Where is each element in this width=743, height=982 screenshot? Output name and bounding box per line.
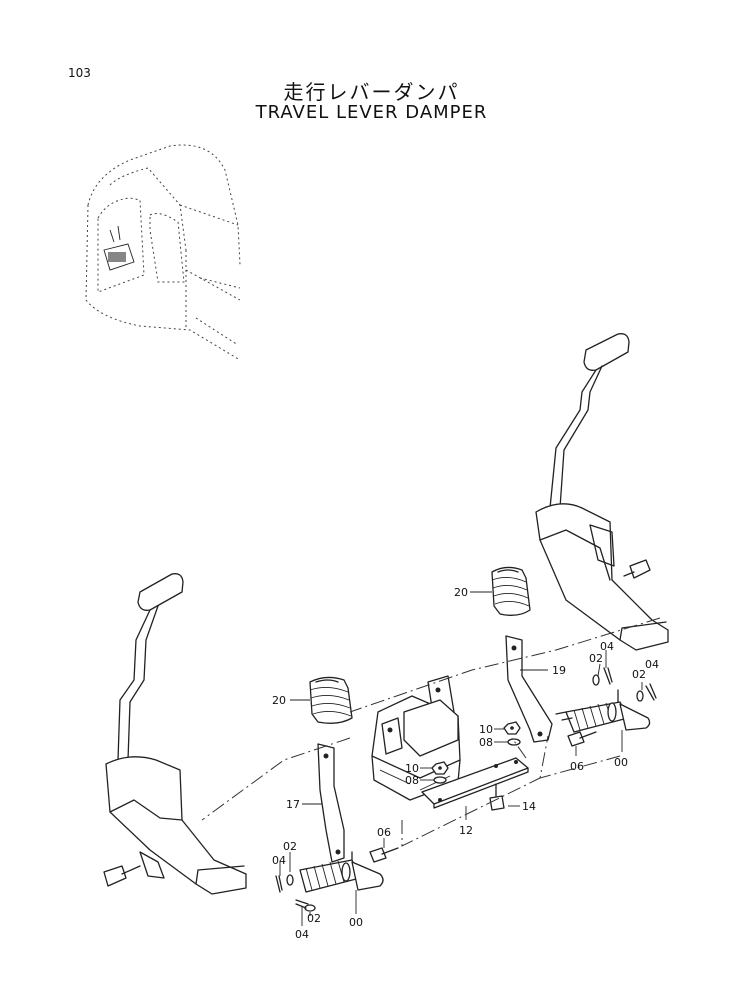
left-lever-mounting-bolt [103, 865, 141, 887]
callout-leaders [279, 591, 643, 926]
callout-08-lower: 08 [405, 774, 419, 787]
mounting-plate [421, 757, 529, 809]
cab-location-inset [85, 144, 241, 361]
cotter-pin-left-bottom [295, 899, 309, 909]
cotter-pin-right-top [603, 667, 613, 685]
callout-17: 17 [286, 798, 300, 811]
callout-06-right: 06 [570, 760, 584, 773]
callout-04-left-bottom: 04 [295, 928, 309, 941]
pilot-valve-block [371, 675, 461, 801]
callout-20-left: 20 [272, 694, 286, 707]
bolt-left [369, 847, 399, 863]
callout-06-left: 06 [377, 826, 391, 839]
callout-02-left-top: 02 [283, 840, 297, 853]
callout-14: 14 [522, 800, 536, 813]
washer-lower [433, 776, 447, 784]
diagram-title-japanese: 走行レバーダンパ [283, 80, 460, 104]
callout-labels: 20 04 02 19 02 04 20 10 08 10 08 06 00 1… [272, 586, 659, 941]
diagram-title-english: TRAVEL LEVER DAMPER [255, 102, 488, 123]
page-number: 103 [68, 66, 91, 80]
bracket-right [505, 635, 553, 743]
washer-upper [507, 738, 521, 746]
damper-right [555, 689, 651, 733]
callout-02-right-far: 02 [632, 668, 646, 681]
nut-upper [503, 721, 521, 735]
callout-10-lower: 10 [405, 762, 419, 775]
damper-left [299, 851, 384, 893]
callout-04-right-top: 04 [600, 640, 614, 653]
bracket-left [317, 743, 345, 863]
callout-20-right: 20 [454, 586, 468, 599]
washer-left-top [286, 874, 294, 886]
callout-00-right: 00 [614, 756, 628, 769]
callout-08-upper: 08 [479, 736, 493, 749]
cotter-pin-right-far [645, 683, 657, 701]
bolt-plate [489, 783, 505, 811]
callout-02-right-mid: 02 [589, 652, 603, 665]
washer-right-mid [592, 674, 600, 686]
callout-12: 12 [459, 824, 473, 837]
callout-10-upper: 10 [479, 723, 493, 736]
left-travel-lever [105, 573, 247, 895]
callout-02-left-bottom: 02 [307, 912, 321, 925]
bolt-right [567, 731, 597, 747]
callout-19: 19 [552, 664, 566, 677]
callout-00-left: 00 [349, 916, 363, 929]
cotter-pin-left-top [275, 875, 283, 893]
right-travel-lever [535, 333, 669, 651]
right-lever-mounting-bolt [623, 559, 651, 579]
callout-04-right-far: 04 [645, 658, 659, 671]
assembly-center-lines [201, 617, 661, 847]
washer-right-far [636, 690, 644, 702]
rubber-boot-right [491, 566, 531, 616]
rubber-boot-left [309, 676, 353, 724]
callout-04-left-top: 04 [272, 854, 286, 867]
